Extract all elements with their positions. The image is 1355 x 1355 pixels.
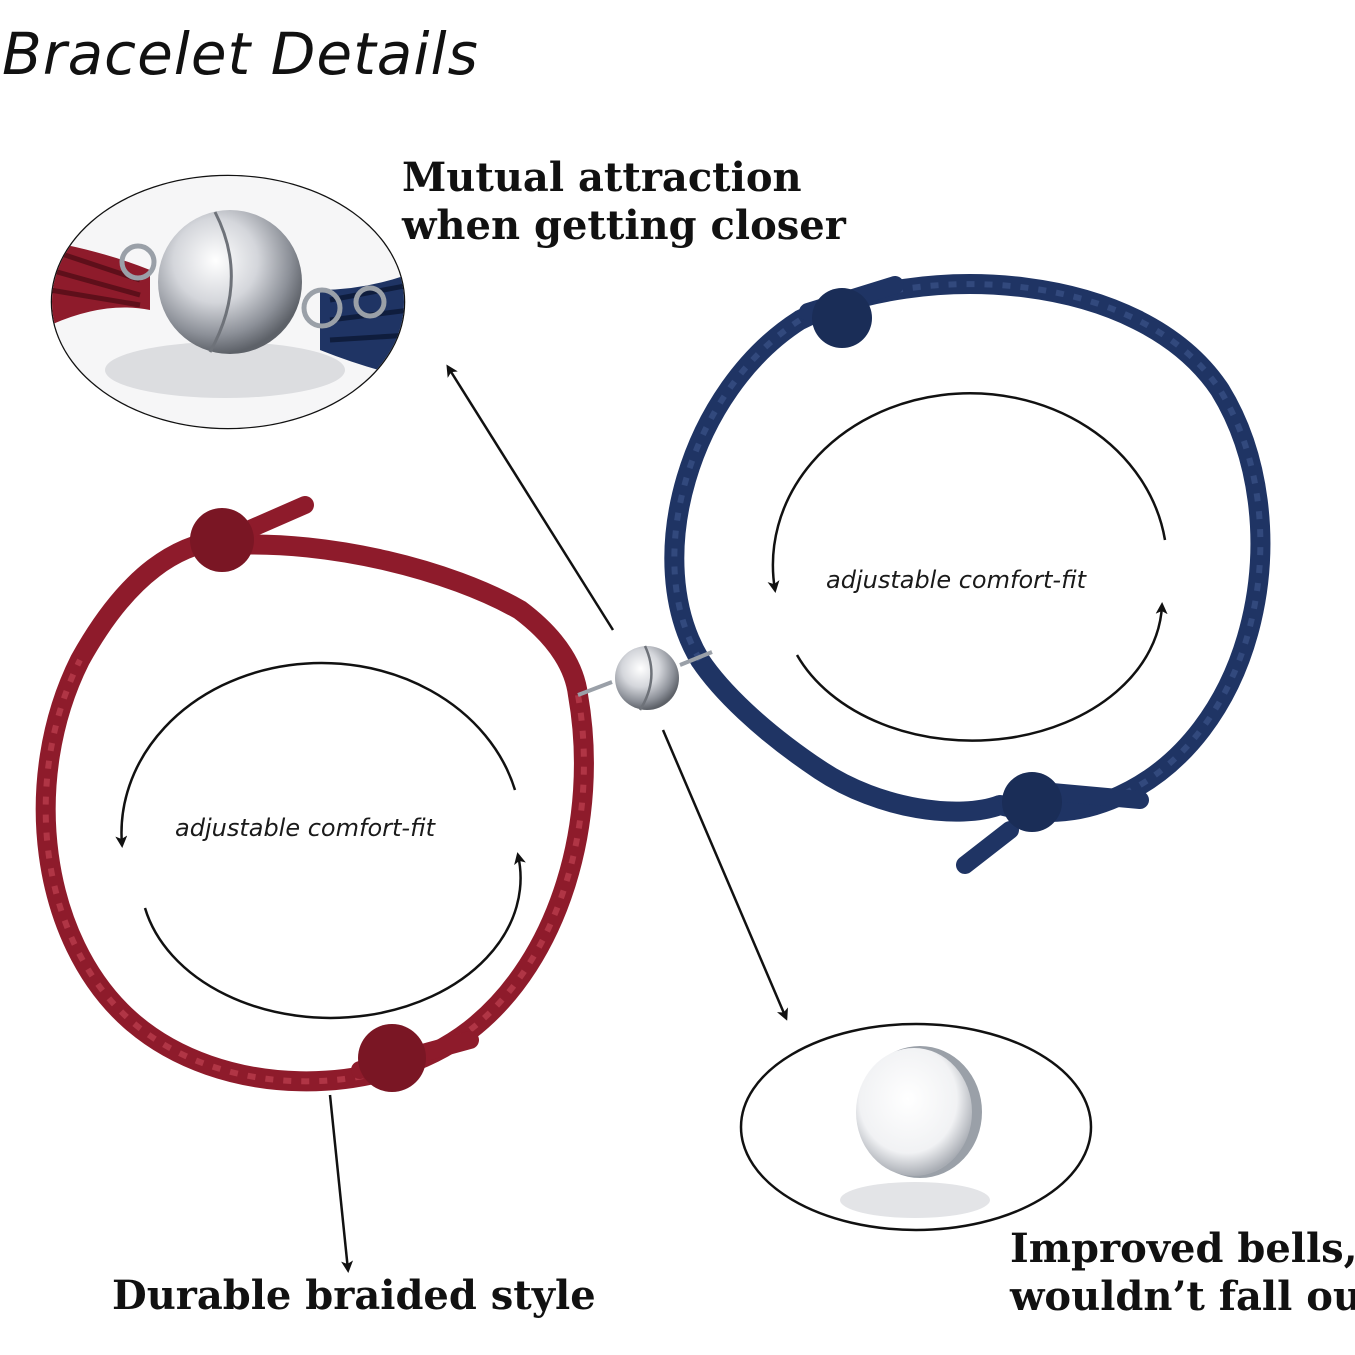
improved-bells-callout: Improved bells, wouldn’t fall out bbox=[1010, 1225, 1355, 1321]
magnet-closeup-inset bbox=[50, 174, 406, 430]
mutual-attraction-callout: Mutual attraction when getting closer bbox=[402, 154, 846, 250]
durable-braided-callout: Durable braided style bbox=[112, 1272, 596, 1319]
page-title: Bracelet Details bbox=[2, 20, 479, 88]
left-fit-arrows bbox=[115, 661, 526, 1020]
right-fit-label: adjustable comfort-fit bbox=[826, 566, 1086, 594]
left-fit-label: adjustable comfort-fit bbox=[175, 814, 435, 842]
magnet-disc-icon bbox=[856, 1048, 972, 1176]
disc-closeup-inset bbox=[739, 1022, 1093, 1232]
blue-knot-bottom-icon bbox=[1002, 772, 1062, 832]
right-fit-arrows bbox=[767, 391, 1168, 742]
callout-line: wouldn’t fall out bbox=[1010, 1273, 1355, 1320]
clasp-ball-icon bbox=[615, 646, 679, 710]
callout-line: Improved bells, bbox=[1010, 1225, 1355, 1272]
pointer-arrows bbox=[328, 364, 788, 1273]
blue-bracelet bbox=[664, 274, 1271, 874]
magnet-clasp bbox=[577, 645, 713, 711]
red-bracelet bbox=[35, 496, 594, 1092]
callout-line: Mutual attraction bbox=[402, 154, 802, 201]
blue-knot-top-icon bbox=[812, 288, 872, 348]
red-knot-bottom-icon bbox=[358, 1024, 426, 1092]
callout-line: when getting closer bbox=[402, 202, 846, 249]
red-knot-top-icon bbox=[190, 508, 254, 572]
